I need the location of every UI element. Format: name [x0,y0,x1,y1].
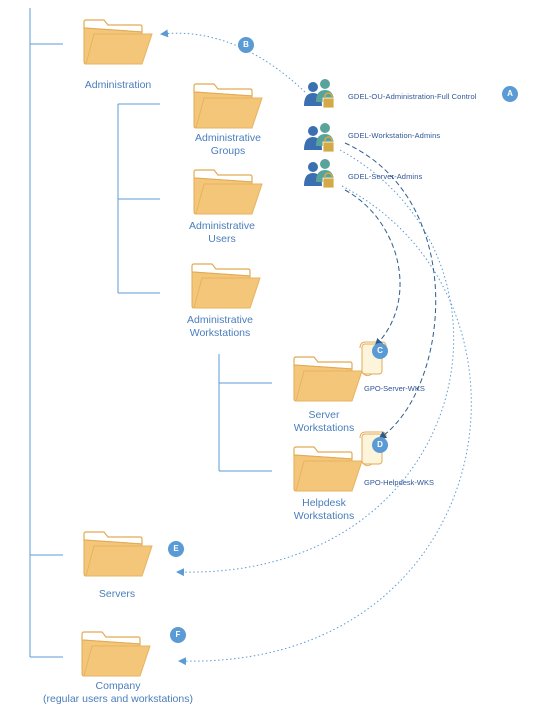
folder-label-administrative-groups: Administrative Groups [176,132,280,158]
folder-label-server-workstations: Server Workstations [272,409,376,435]
folder-company-icon[interactable] [81,631,151,677]
folder-label-administrative-users: Administrative Users [170,220,274,246]
folder-label-helpdesk-workstations: Helpdesk Workstations [272,497,376,523]
label-line: Administrative [195,132,261,144]
folder-servers-icon[interactable] [83,531,153,577]
folder-label-company: Company (regular users and workstations) [28,680,208,706]
badge-d: D [372,437,388,453]
folder-administrative-groups-icon[interactable] [193,83,263,129]
folder-administrative-users-icon[interactable] [193,169,263,215]
folder-helpdesk-workstations-icon[interactable] [293,446,363,492]
arrow-e-to-servers [176,149,454,577]
label-line: Helpdesk [302,497,346,509]
tree-lines [29,8,272,658]
badge-c: C [372,343,388,359]
folder-administration-icon[interactable] [83,19,153,65]
badge-f: F [170,627,186,643]
label-line: Groups [210,145,246,157]
gpo-label-helpdesk-wks: GPO-Helpdesk-WKS [364,478,435,487]
label-line: (regular users and workstations) [43,693,193,705]
label-line: Workstations [293,510,355,522]
gpo-label-server-wks: GPO-Server-WKS [364,384,425,393]
label-line: Administrative [187,314,253,326]
arrow-b-to-administration [160,29,306,93]
folder-server-workstations-icon[interactable] [293,356,363,402]
folder-label-administration: Administration [84,79,152,91]
arrow-c-to-gpo-server-wks [344,189,401,347]
security-group-icon[interactable] [304,79,335,109]
group-label-workstation-admins: GDEL-Workstation-Admins [348,131,441,140]
folder-label-servers: Servers [98,588,136,600]
badge-b: B [238,37,254,53]
folder-label-administrative-workstations: Administrative Workstations [168,314,272,340]
security-group-icon[interactable] [304,159,335,189]
label-line: Server [308,409,340,421]
folder-administrative-workstations-icon[interactable] [191,263,261,309]
label-line: Company [95,680,141,692]
badge-e: E [168,541,184,557]
badge-a: A [502,86,518,102]
group-label-server-admins: GDEL-Server-Admins [348,172,423,181]
label-line: Workstations [189,327,251,339]
arrow-f-to-company [178,185,472,666]
label-line: Administrative [189,220,255,232]
group-label-ou-admin-full-control: GDEL-OU-Administration-Full Control [348,92,477,101]
label-line: Users [208,233,236,245]
arrow-d-to-gpo-helpdesk-wks [344,142,437,440]
label-line: Workstations [293,422,355,434]
security-group-icon[interactable] [304,123,335,153]
